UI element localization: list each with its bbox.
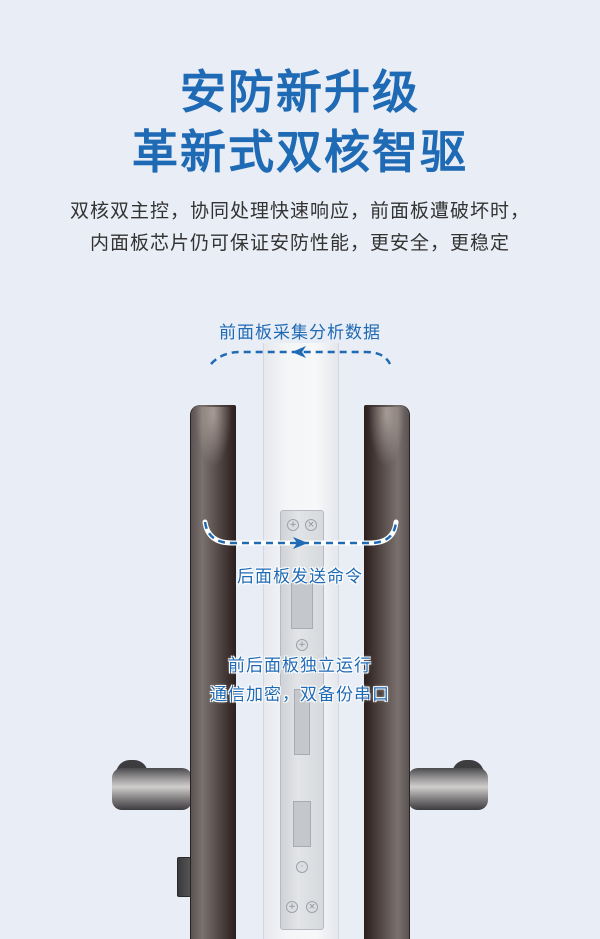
back-handle xyxy=(408,768,488,810)
screw-icon: + xyxy=(287,519,299,531)
dashed-arrow-right-icon xyxy=(202,519,399,549)
deadbolt-slot xyxy=(294,689,310,755)
encryption-label: 通信加密，双备份串口 xyxy=(210,685,390,705)
bolt-slot xyxy=(293,801,311,847)
screw-icon: + xyxy=(296,639,308,651)
front-panel-label: 前面板采集分析数据 xyxy=(219,323,381,343)
description-line1: 双核双主控，协同处理快速响应，前面板遭破坏时， xyxy=(69,200,530,222)
lock-faceplate: + × + · + × xyxy=(280,510,324,930)
description-line2: 内面板芯片仍可保证安防性能，更安全，更稳定 xyxy=(89,232,510,254)
screw-icon: × xyxy=(306,901,318,913)
independent-operation-label: 前后面板独立运行 xyxy=(228,656,372,676)
back-panel xyxy=(364,405,410,939)
screw-icon: · xyxy=(296,861,308,873)
page-title-line2: 革新式双核智驱 xyxy=(132,125,468,179)
screw-icon: + xyxy=(286,901,298,913)
front-handle xyxy=(112,768,192,810)
dashed-arrow-left-icon xyxy=(210,346,392,365)
latch-slot xyxy=(291,581,313,629)
front-panel xyxy=(190,405,236,939)
screw-icon: × xyxy=(305,519,317,531)
back-panel-label: 后面板发送命令 xyxy=(237,567,363,587)
page-title-line1: 安防新升级 xyxy=(180,65,420,119)
